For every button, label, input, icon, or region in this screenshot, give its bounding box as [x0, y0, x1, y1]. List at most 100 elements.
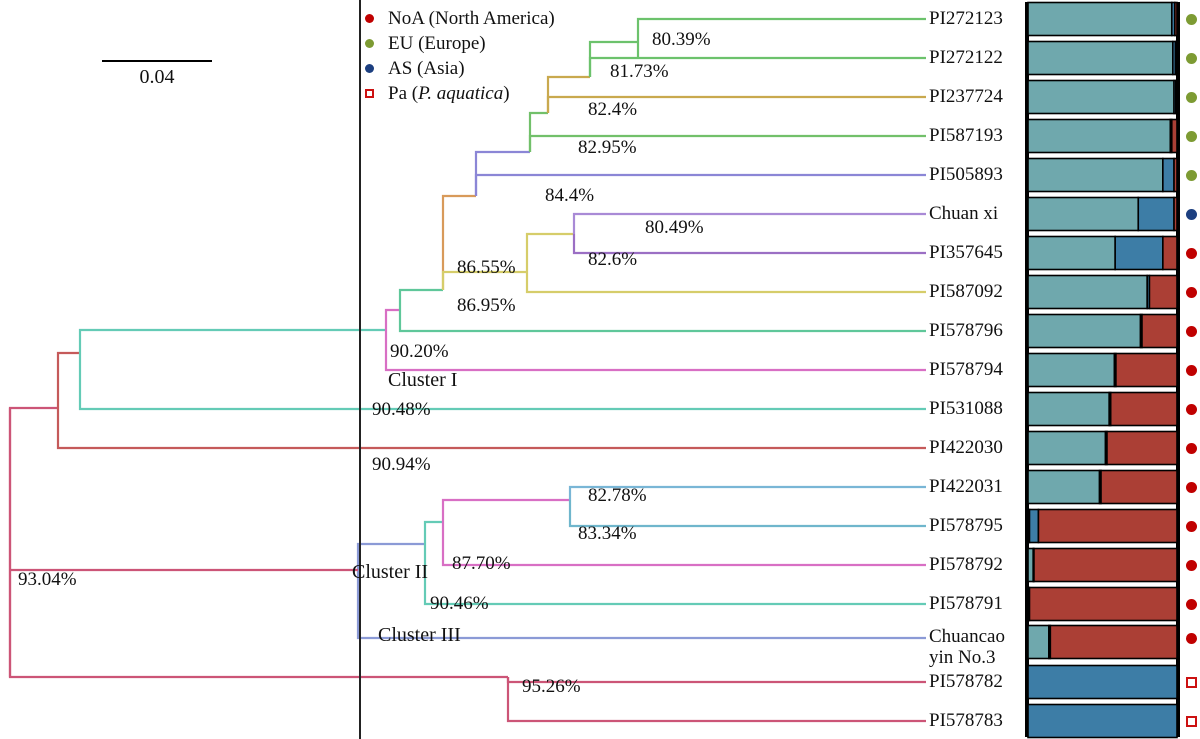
- structure-bar-row: [1027, 1, 1178, 37]
- structure-bar-row: [1027, 391, 1178, 427]
- origin-marker-eu: [1186, 131, 1197, 142]
- noa-dot-icon: [1186, 326, 1197, 337]
- structure-segment: [1033, 547, 1178, 583]
- bootstrap-label: 87.70%: [452, 553, 511, 574]
- tip-label: Chuan xi: [929, 203, 999, 224]
- scale-bar: 0.04: [102, 60, 242, 89]
- structure-segment: [1027, 274, 1148, 310]
- noa-dot-icon: [1186, 287, 1197, 298]
- tip-label: PI505893: [929, 164, 1003, 185]
- bootstrap-label: 80.49%: [645, 217, 704, 238]
- tip-label: PI357645: [929, 242, 1003, 263]
- structure-segment: [1173, 1, 1178, 37]
- legend-label-eu: EU (Europe): [388, 33, 486, 54]
- noa-dot-icon: [1186, 482, 1197, 493]
- as-dot-icon: [362, 64, 376, 73]
- legend-label-pa: Pa (P. aquatica): [388, 84, 510, 103]
- bootstrap-label: 90.94%: [372, 454, 431, 475]
- origin-marker-noa: [1186, 365, 1197, 376]
- structure-segment: [1027, 352, 1116, 388]
- bootstrap-label: 95.26%: [522, 676, 581, 697]
- bootstrap-label: 93.04%: [18, 569, 77, 590]
- bootstrap-label: 86.95%: [457, 295, 516, 316]
- eu-dot-icon: [1186, 170, 1197, 181]
- origin-marker-noa: [1186, 443, 1197, 454]
- as-dot-icon: [1186, 209, 1197, 220]
- pa-square-icon: [1186, 677, 1197, 688]
- structure-bar-row: [1027, 313, 1178, 349]
- structure-segment: [1027, 196, 1140, 232]
- structure-bar-row: [1027, 664, 1178, 700]
- structure-bar-row: [1027, 430, 1178, 466]
- structure-segment: [1027, 313, 1142, 349]
- noa-dot-icon: [1186, 560, 1197, 571]
- tree-branches: [8, 17, 926, 723]
- structure-segment: [1027, 664, 1178, 700]
- origin-marker-eu: [1186, 170, 1197, 181]
- noa-dot-icon: [362, 14, 376, 23]
- structure-segment: [1027, 79, 1175, 115]
- origin-marker-noa: [1186, 326, 1197, 337]
- origin-marker-noa: [1186, 404, 1197, 415]
- structure-segment: [1027, 118, 1172, 154]
- origin-marker-noa: [1186, 599, 1197, 610]
- origin-marker-pa: [1186, 677, 1197, 688]
- origin-marker-noa: [1186, 633, 1197, 644]
- structure-segment: [1027, 391, 1111, 427]
- legend-label-pa-pre: Pa (: [388, 83, 419, 104]
- bootstrap-label: 82.4%: [588, 99, 638, 120]
- structure-bar-row: [1027, 703, 1178, 739]
- tip-label: PI587193: [929, 125, 1003, 146]
- pa-square-icon: [1186, 716, 1197, 727]
- structure-bar-row: [1027, 40, 1178, 76]
- legend: NoA (North America) EU (Europe) AS (Asia…: [362, 6, 622, 106]
- eu-dot-icon: [1186, 92, 1197, 103]
- origin-marker-noa: [1186, 482, 1197, 493]
- legend-item-eu: EU (Europe): [362, 31, 622, 56]
- structure-segment: [1162, 235, 1178, 271]
- bootstrap-label: 83.34%: [578, 523, 637, 544]
- structure-bar-row: [1027, 79, 1178, 115]
- tip-label: PI578791: [929, 593, 1003, 614]
- tip-label: PI531088: [929, 398, 1003, 419]
- structure-segment: [1109, 391, 1178, 427]
- bootstrap-label: 82.78%: [588, 485, 647, 506]
- structure-segment: [1037, 508, 1178, 544]
- structure-segment: [1162, 157, 1175, 193]
- structure-bar-row: [1027, 547, 1178, 583]
- structure-bar-row: [1027, 624, 1178, 660]
- eu-dot-icon: [1186, 131, 1197, 142]
- scale-bar-line: [102, 60, 212, 62]
- noa-dot-icon: [1186, 365, 1197, 376]
- tip-label: PI578782: [929, 671, 1003, 692]
- structure-segment: [1027, 157, 1164, 193]
- origin-marker-eu: [1186, 92, 1197, 103]
- tip-label-line1: Chuancao: [929, 626, 1005, 647]
- tip-label: PI422031: [929, 476, 1003, 497]
- structure-admixture-bars: [1025, 1, 1180, 739]
- origin-marker-eu: [1186, 53, 1197, 64]
- tip-label-line2: yin No.3: [929, 647, 996, 668]
- structure-segment: [1175, 79, 1178, 115]
- tip-label: PI578783: [929, 710, 1003, 731]
- structure-segment: [1027, 1, 1173, 37]
- structure-bar-row: [1027, 235, 1178, 271]
- origin-marker-eu: [1186, 14, 1197, 25]
- structure-segment: [1137, 196, 1175, 232]
- eu-dot-icon: [1186, 14, 1197, 25]
- origin-marker-noa: [1186, 248, 1197, 259]
- structure-bar-row: [1027, 274, 1178, 310]
- bootstrap-label: 82.95%: [578, 137, 637, 158]
- legend-label-pa-post: ): [503, 83, 510, 104]
- legend-item-as: AS (Asia): [362, 56, 622, 81]
- structure-segment: [1027, 469, 1101, 505]
- origin-marker-noa: [1186, 560, 1197, 571]
- bootstrap-label: 80.39%: [652, 29, 711, 50]
- structure-segment: [1170, 118, 1178, 154]
- structure-bar-row: [1027, 157, 1178, 193]
- noa-dot-icon: [1186, 248, 1197, 259]
- bootstrap-label: 82.6%: [588, 249, 638, 270]
- tip-label: PI272122: [929, 47, 1003, 68]
